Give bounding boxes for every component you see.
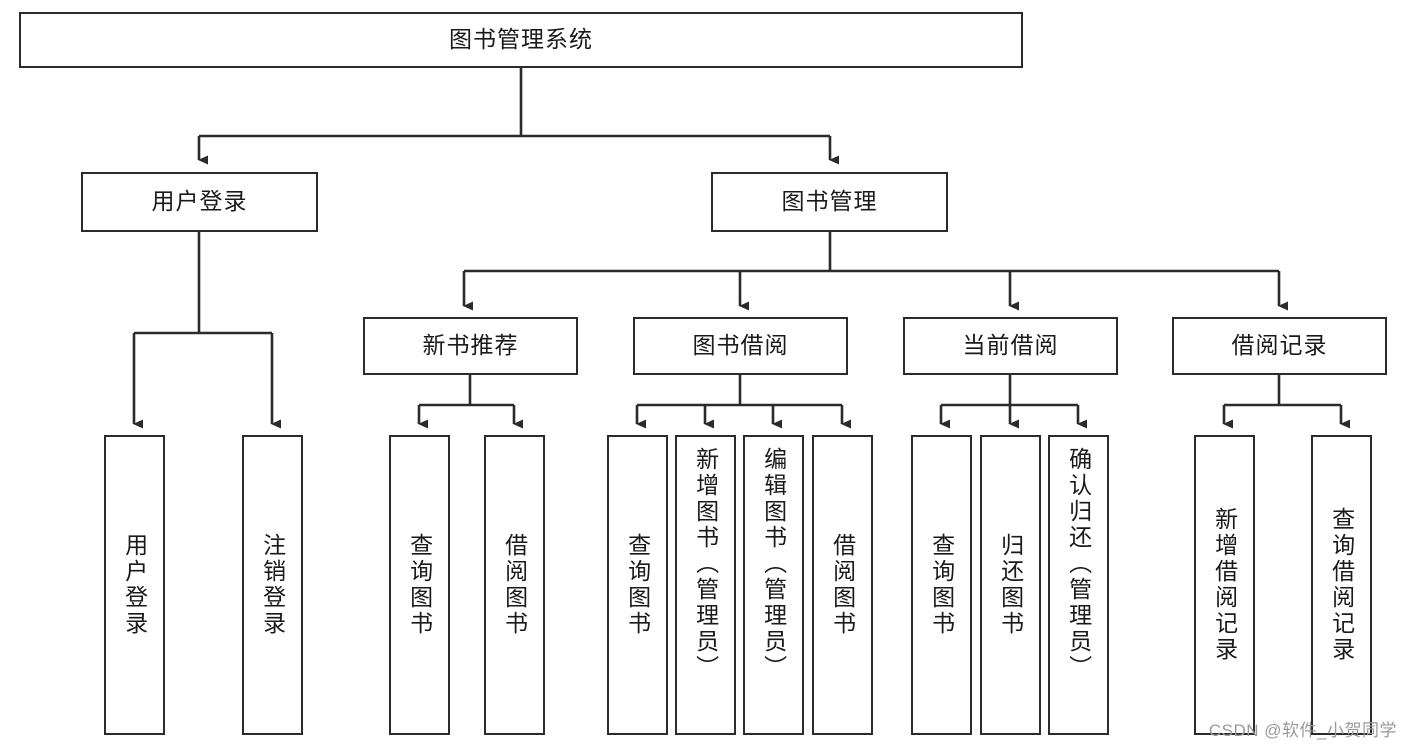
watermark-text: CSDN @软件_小贺同学 <box>1208 721 1397 740</box>
leaf-add-book[interactable]: 新增图书（管理员） <box>675 435 736 735</box>
node-book-borrow[interactable]: 图书借阅 <box>633 317 848 375</box>
leaf-add-book-label: 新增图书（管理员） <box>692 447 719 681</box>
leaf-query-book-3[interactable]: 查询图书 <box>911 435 972 735</box>
node-current-borrow[interactable]: 当前借阅 <box>903 317 1118 375</box>
leaf-return-book[interactable]: 归还图书 <box>980 435 1041 735</box>
node-new-book-recommend-label: 新书推荐 <box>422 332 519 359</box>
leaf-query-book-2[interactable]: 查询图书 <box>607 435 668 735</box>
leaf-user-login-label: 用户登录 <box>121 533 148 637</box>
leaf-confirm-return[interactable]: 确认归还（管理员） <box>1048 435 1109 735</box>
leaf-query-book-1[interactable]: 查询图书 <box>389 435 450 735</box>
leaf-borrow-book-1[interactable]: 借阅图书 <box>484 435 545 735</box>
leaf-user-login[interactable]: 用户登录 <box>104 435 165 735</box>
node-root-label: 图书管理系统 <box>449 26 593 53</box>
leaf-add-record-label: 新增借阅记录 <box>1211 507 1238 663</box>
node-book-management-label: 图书管理 <box>781 188 878 215</box>
leaf-edit-book[interactable]: 编辑图书（管理员） <box>743 435 804 735</box>
node-root[interactable]: 图书管理系统 <box>19 12 1023 68</box>
node-book-management[interactable]: 图书管理 <box>711 172 948 232</box>
leaf-return-book-label: 归还图书 <box>997 533 1024 637</box>
leaf-query-book-1-label: 查询图书 <box>406 533 433 637</box>
leaf-query-record-label: 查询借阅记录 <box>1328 507 1355 663</box>
leaf-borrow-book-1-label: 借阅图书 <box>501 533 528 637</box>
node-book-borrow-label: 图书借阅 <box>692 332 789 359</box>
leaf-confirm-return-label: 确认归还（管理员） <box>1065 447 1092 681</box>
leaf-borrow-book-2[interactable]: 借阅图书 <box>812 435 873 735</box>
leaf-logout-login[interactable]: 注销登录 <box>242 435 303 735</box>
leaf-query-book-2-label: 查询图书 <box>624 533 651 637</box>
leaf-borrow-book-2-label: 借阅图书 <box>829 533 856 637</box>
node-user-login-label: 用户登录 <box>151 188 248 215</box>
leaf-edit-book-label: 编辑图书（管理员） <box>760 447 787 681</box>
node-user-login[interactable]: 用户登录 <box>81 172 318 232</box>
node-borrow-record-label: 借阅记录 <box>1231 332 1328 359</box>
node-current-borrow-label: 当前借阅 <box>962 332 1059 359</box>
node-borrow-record[interactable]: 借阅记录 <box>1172 317 1387 375</box>
leaf-logout-login-label: 注销登录 <box>259 533 286 637</box>
leaf-query-book-3-label: 查询图书 <box>928 533 955 637</box>
leaf-query-record[interactable]: 查询借阅记录 <box>1311 435 1372 735</box>
node-new-book-recommend[interactable]: 新书推荐 <box>363 317 578 375</box>
leaf-add-record[interactable]: 新增借阅记录 <box>1194 435 1255 735</box>
